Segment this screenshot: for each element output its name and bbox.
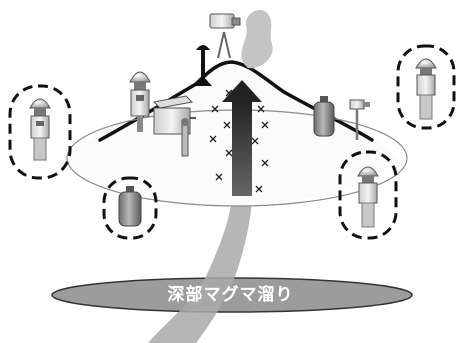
volcanic-plume bbox=[241, 9, 273, 69]
magma-reservoir-label: 深部マグマ溜り bbox=[167, 285, 294, 305]
seismometer-icon bbox=[357, 166, 379, 228]
dashed-station-right bbox=[396, 44, 456, 130]
magma-arrow-head bbox=[222, 80, 262, 102]
earthquake-mark bbox=[251, 137, 259, 145]
seismometer-icon bbox=[29, 98, 51, 161]
earthquake-mark bbox=[223, 121, 231, 129]
earthquake-mark bbox=[215, 173, 223, 181]
camera-icon bbox=[209, 13, 241, 59]
data-logger-icon bbox=[152, 95, 196, 135]
camera-icon bbox=[349, 99, 370, 140]
dashed-station-left bbox=[8, 84, 72, 180]
gas-cylinder-icon bbox=[313, 96, 335, 137]
earthquake-mark bbox=[261, 159, 269, 167]
earthquake-mark bbox=[261, 121, 269, 129]
earthquake-mark bbox=[255, 185, 263, 193]
magma-arrow-shaft bbox=[232, 100, 252, 196]
earthquake-mark bbox=[211, 105, 219, 113]
earthquake-mark bbox=[225, 89, 233, 97]
seismometer-icon bbox=[129, 71, 151, 132]
earthquake-mark bbox=[257, 105, 265, 113]
earthquake-marks bbox=[209, 89, 269, 193]
earthquake-mark bbox=[225, 149, 233, 157]
seismometer-icon bbox=[415, 58, 437, 120]
gas-cylinder-icon bbox=[118, 186, 142, 227]
dashed-station-lower-right bbox=[338, 150, 398, 240]
magma-conduit bbox=[148, 200, 252, 343]
earthquake-mark bbox=[209, 135, 217, 143]
tiltmeter-icon bbox=[181, 118, 189, 157]
gps-antenna-icon bbox=[194, 45, 212, 86]
dashed-station-lower-left bbox=[102, 176, 158, 240]
